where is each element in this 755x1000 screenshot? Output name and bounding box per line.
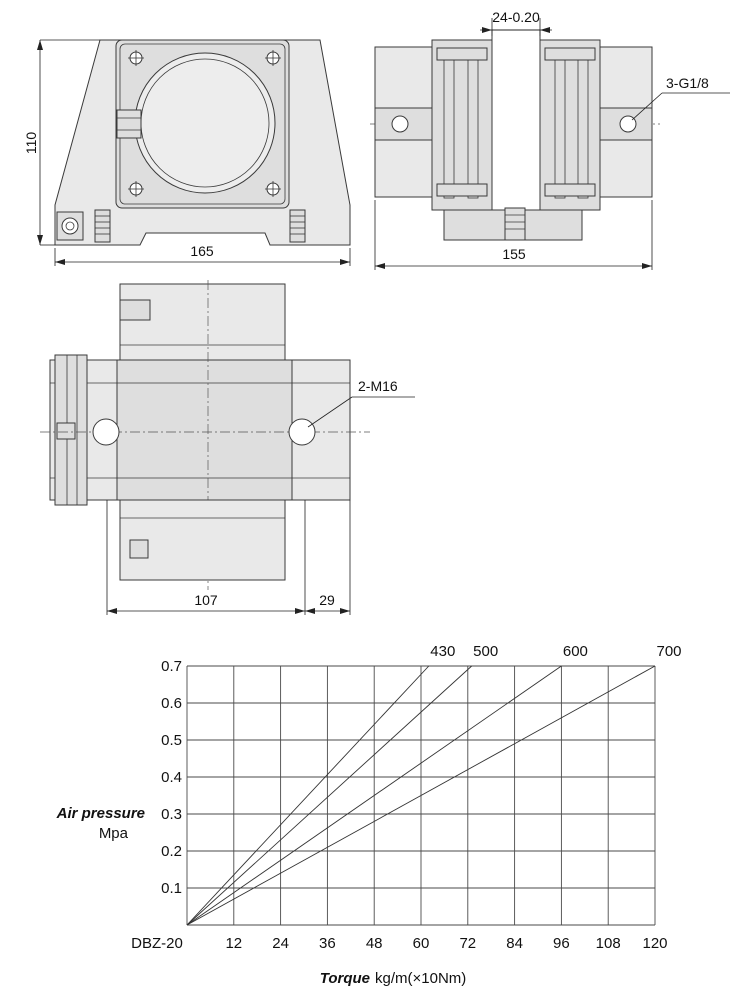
y-tick-label: 0.2 [161, 843, 182, 860]
chart-series-labels: 430 500 600 700 [430, 643, 681, 660]
x-tick-label: 48 [366, 935, 383, 952]
series-line-600 [186, 665, 562, 926]
x-tick-label: 84 [506, 935, 523, 952]
front-view-foot-right [289, 209, 306, 243]
top-view-bolt-left [92, 418, 120, 446]
y-tick-label: 0.1 [161, 880, 182, 897]
dim-offset-29-label: 29 [319, 592, 335, 608]
x-tick-label: 72 [459, 935, 476, 952]
y-axis-label: Air pressure [56, 805, 145, 822]
chart-series [186, 665, 656, 926]
x-tick-label: 108 [596, 935, 621, 952]
x-tick-label: 24 [272, 935, 289, 952]
x-tick-label: 120 [642, 935, 667, 952]
side-view-port-left [391, 115, 409, 133]
series-line-700 [186, 665, 656, 926]
y-tick-label: 0.4 [161, 769, 182, 786]
x-tick-label: 96 [553, 935, 570, 952]
y-tick-label: 0.6 [161, 695, 182, 712]
side-view-right-hub [539, 39, 601, 211]
dim-height-label: 110 [23, 132, 39, 155]
side-view-gap [491, 29, 541, 211]
x-axis-label: Torque [320, 970, 370, 987]
top-view-bolt-right [288, 418, 316, 446]
series-line-430 [186, 665, 430, 926]
side-view: 24-0.20 3-G1/8 155 [370, 9, 730, 270]
x-tick-label: DBZ-20 [131, 935, 183, 952]
y-tick-label: 0.7 [161, 658, 182, 675]
series-label-600: 600 [563, 643, 588, 660]
chart-y-ticks: 0.1 0.2 0.3 0.4 0.5 0.6 0.7 [161, 658, 182, 897]
top-view-upper-block [119, 283, 286, 365]
x-axis-unit: kg/m(×10Nm) [375, 970, 466, 987]
front-view: 110 165 [23, 39, 351, 266]
chart-grid [186, 665, 656, 926]
series-label-500: 500 [473, 643, 498, 660]
port-callout-label: 3-G1/8 [666, 75, 709, 91]
front-view-bore [134, 52, 276, 194]
front-view-foot-left [94, 209, 111, 243]
y-tick-label: 0.5 [161, 732, 182, 749]
x-tick-label: 36 [319, 935, 336, 952]
dim-width-155-label: 155 [502, 246, 526, 262]
x-tick-label: 60 [413, 935, 430, 952]
front-view-key [116, 109, 142, 139]
x-tick-label: 12 [225, 935, 242, 952]
bolt-callout-label: 2-M16 [358, 378, 398, 394]
y-tick-label: 0.3 [161, 806, 182, 823]
series-label-430: 430 [430, 643, 455, 660]
chart-x-ticks: DBZ-20 12 24 36 48 60 72 84 96 108 120 [131, 935, 667, 952]
front-view-bolts [128, 50, 281, 197]
dim-width-107-label: 107 [194, 592, 218, 608]
side-view-left-hub [431, 39, 493, 211]
series-line-500 [186, 665, 473, 926]
dim-gap-label: 24-0.20 [492, 9, 540, 25]
dim-width-165-label: 165 [190, 243, 214, 259]
y-axis-unit: Mpa [99, 825, 129, 842]
series-label-700: 700 [656, 643, 681, 660]
top-view: 2-M16 107 29 [40, 280, 415, 615]
